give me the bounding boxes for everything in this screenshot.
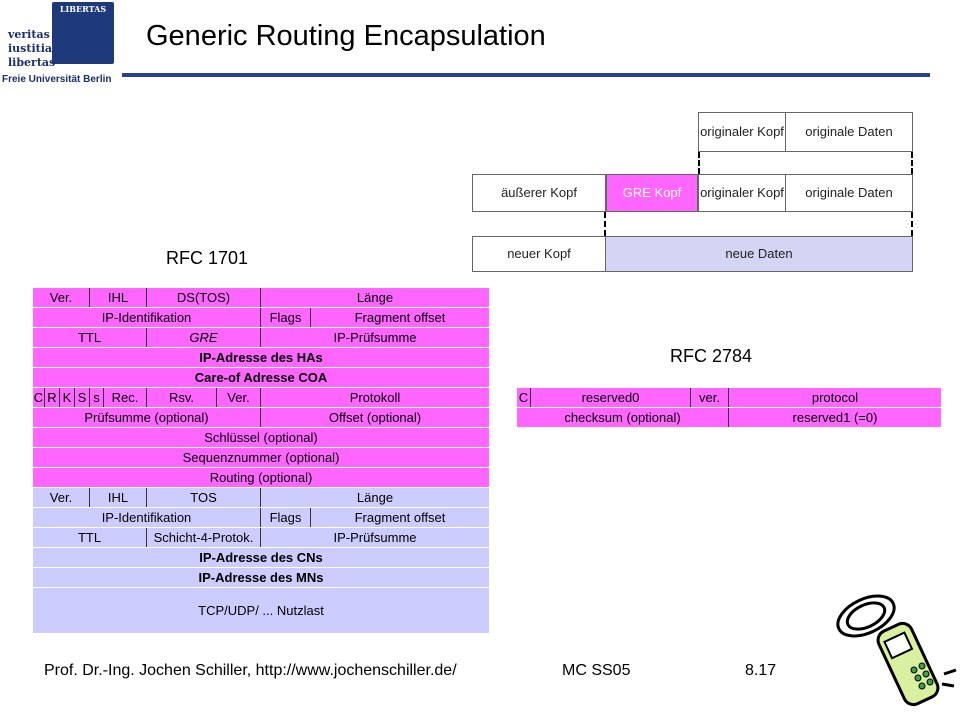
payload-field: TCP/UDP/ ... Nutzlast bbox=[33, 588, 489, 633]
mobile-phone-icon bbox=[836, 594, 957, 707]
inner-field-flags: Flags bbox=[261, 508, 311, 527]
field-checksum: checksum (optional) bbox=[517, 408, 729, 427]
field-key: Schlüssel (optional) bbox=[33, 428, 489, 447]
flag-s-lower: s bbox=[90, 388, 104, 407]
original-header-cell: originaler Kopf bbox=[698, 112, 786, 152]
field-reserved1: reserved1 (=0) bbox=[729, 408, 941, 427]
field-flags: Flags bbox=[261, 308, 311, 327]
dashed-guide bbox=[911, 212, 913, 236]
inner-field-mn-address: IP-Adresse des MNs bbox=[33, 568, 489, 587]
inner-field-ihl: IHL bbox=[90, 488, 147, 507]
footer-page-number: 8.17 bbox=[745, 662, 777, 679]
field-version: ver. bbox=[691, 388, 729, 407]
field-protocol-gre: GRE bbox=[147, 328, 261, 347]
field-c-flag: C bbox=[517, 388, 531, 407]
original-data-cell: originale Daten bbox=[785, 174, 913, 212]
dashed-guide bbox=[604, 212, 606, 236]
field-gre-version: Ver. bbox=[217, 388, 261, 407]
field-fragment-offset: Fragment offset bbox=[311, 308, 489, 327]
flag-s-upper: S bbox=[75, 388, 90, 407]
footer-author: Prof. Dr.-Ing. Jochen Schiller, http://w… bbox=[44, 662, 457, 679]
new-data-cell: neue Daten bbox=[605, 236, 913, 272]
dashed-guide bbox=[698, 152, 700, 174]
page-title: Generic Routing Encapsulation bbox=[146, 20, 546, 52]
flag-c: C bbox=[33, 388, 45, 407]
motto-line: veritas bbox=[8, 28, 50, 41]
new-header-cell: neuer Kopf bbox=[472, 236, 606, 272]
original-header-cell: originaler Kopf bbox=[698, 174, 786, 212]
inner-field-checksum: IP-Prüfsumme bbox=[261, 528, 489, 547]
inner-field-cn-address: IP-Adresse des CNs bbox=[33, 548, 489, 567]
field-sequence-number: Sequenznummer (optional) bbox=[33, 448, 489, 467]
inner-field-fragment-offset: Fragment offset bbox=[311, 508, 489, 527]
inner-field-l4-protocol: Schicht-4-Protok. bbox=[147, 528, 261, 547]
inner-field-ttl: TTL bbox=[33, 528, 147, 547]
rfc1701-label: RFC 1701 bbox=[166, 248, 249, 268]
field-gre-checksum: Prüfsumme (optional) bbox=[33, 408, 261, 427]
flag-k: K bbox=[60, 388, 75, 407]
field-reserved: Rsv. bbox=[147, 388, 217, 407]
outer-header-cell: äußerer Kopf bbox=[472, 174, 606, 212]
field-routing: Routing (optional) bbox=[33, 468, 489, 487]
university-logo: LIBERTAS veritas iustitia libertas Freie… bbox=[0, 0, 120, 95]
inner-field-tos: TOS bbox=[147, 488, 261, 507]
university-name: Freie Universität Berlin bbox=[2, 74, 112, 85]
gre-header-cell: GRE Kopf bbox=[606, 174, 698, 212]
field-gre-protocol: Protokoll bbox=[261, 388, 489, 407]
field-length: Länge bbox=[261, 288, 489, 307]
flag-r: R bbox=[45, 388, 60, 407]
field-coa: Care-of Adresse COA bbox=[33, 368, 489, 387]
seal-icon bbox=[52, 2, 114, 64]
inner-field-version: Ver. bbox=[33, 488, 90, 507]
field-protocol: protocol bbox=[729, 388, 941, 407]
motto-line: iustitia bbox=[8, 42, 53, 55]
field-ds-tos: DS(TOS) bbox=[147, 288, 261, 307]
seal-text: LIBERTAS bbox=[59, 4, 107, 14]
original-data-cell: originale Daten bbox=[785, 112, 913, 152]
field-ha-address: IP-Adresse des HAs bbox=[33, 348, 489, 367]
title-divider bbox=[122, 73, 930, 77]
rfc2784-label: RFC 2784 bbox=[670, 346, 753, 366]
inner-field-length: Länge bbox=[261, 488, 489, 507]
dashed-guide bbox=[911, 152, 913, 174]
field-gre-offset: Offset (optional) bbox=[261, 408, 489, 427]
field-recursion: Rec. bbox=[104, 388, 147, 407]
inner-field-identification: IP-Identifikation bbox=[33, 508, 261, 527]
field-version: Ver. bbox=[33, 288, 90, 307]
field-reserved0: reserved0 bbox=[531, 388, 691, 407]
field-checksum: IP-Prüfsumme bbox=[261, 328, 489, 347]
field-ttl: TTL bbox=[33, 328, 147, 347]
field-ihl: IHL bbox=[90, 288, 147, 307]
motto-line: libertas bbox=[8, 56, 56, 69]
footer-course: MC SS05 bbox=[562, 662, 631, 679]
field-identification: IP-Identifikation bbox=[33, 308, 261, 327]
